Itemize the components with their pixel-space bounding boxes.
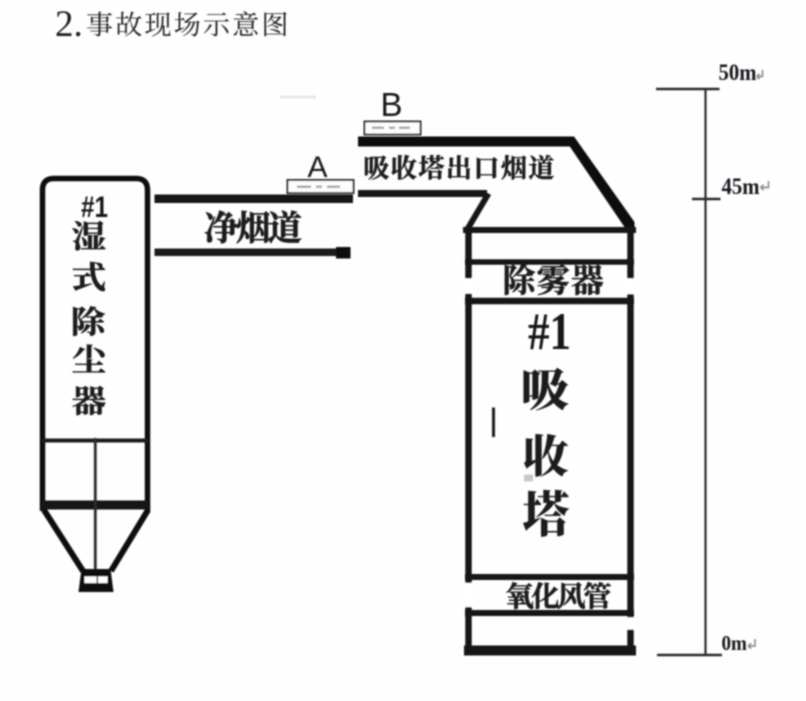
svg-text:#1: #1 — [81, 191, 108, 224]
svg-text:B: B — [381, 86, 403, 123]
svg-text:0m: 0m — [722, 631, 748, 655]
svg-text:A: A — [308, 151, 328, 184]
svg-text:45m: 45m — [722, 174, 760, 199]
svg-text:#1: #1 — [528, 303, 571, 361]
svg-text:2.: 2. — [55, 4, 83, 45]
svg-text:50m: 50m — [719, 60, 757, 85]
